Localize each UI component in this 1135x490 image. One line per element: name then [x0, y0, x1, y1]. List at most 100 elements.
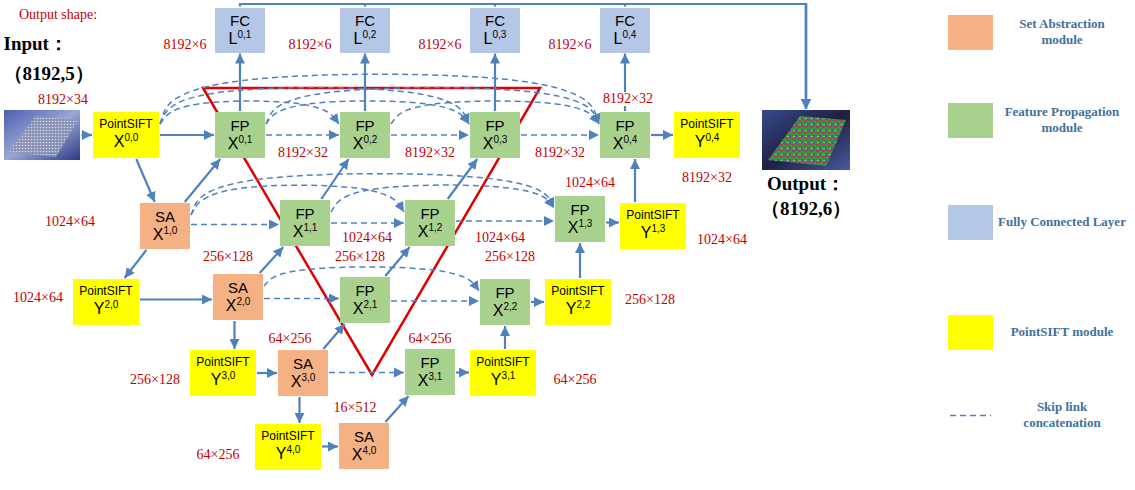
node-index: 4,0: [286, 444, 300, 455]
shape-label: 256×128: [129, 373, 181, 387]
legend-line-sample: [948, 398, 993, 433]
node-symbol-line: X3,0: [291, 372, 316, 391]
node-symbol: Y: [276, 445, 287, 462]
shape-label: 1024×64: [12, 291, 64, 305]
node-index: 0,4: [623, 29, 637, 40]
module-name: FP: [615, 117, 634, 134]
node-symbol-line: X1,3: [568, 218, 593, 237]
flow-arrow: [494, 54, 496, 112]
module-name: SA: [293, 355, 313, 372]
shape-label: 256×128: [484, 250, 536, 264]
node-symbol-line: X0,2: [353, 134, 378, 153]
node-symbol-line: Y2,0: [94, 299, 119, 318]
node-symbol-line: L0,1: [229, 29, 252, 48]
skip-link: [264, 298, 339, 300]
node-symbol: X: [613, 135, 624, 152]
input-point-cloud: [8, 116, 78, 157]
fp-module-box: FPX2,2: [480, 279, 530, 325]
skip-link: [266, 88, 599, 124]
pointsift-box: PointSIFTY3,0: [190, 350, 256, 396]
node-symbol: X: [483, 135, 494, 152]
module-name: PointSIFT: [79, 285, 132, 299]
skip-link: [191, 174, 554, 215]
node-symbol-line: Y3,0: [211, 370, 236, 389]
legend-swatch: [948, 205, 993, 240]
node-symbol: X: [114, 133, 125, 150]
node-index: 2,0: [104, 299, 118, 310]
fp-module-box: FPX0,4: [600, 112, 650, 158]
node-symbol-line: X4,0: [352, 445, 377, 464]
shape-label: 64×256: [196, 448, 241, 462]
flow-arrow: [634, 159, 636, 202]
flow-arrow: [136, 159, 154, 202]
fc-layer-box: FCL0,1: [215, 8, 265, 53]
node-symbol: X: [352, 446, 363, 463]
module-name: SA: [155, 208, 175, 225]
node-symbol: X: [353, 300, 364, 317]
node-symbol: X: [353, 135, 364, 152]
node-symbol: L: [484, 30, 493, 47]
flow-arrow: [323, 324, 344, 349]
flow-arrow: [531, 301, 544, 303]
legend-swatch: [948, 103, 993, 138]
shape-label: 8192×6: [163, 38, 208, 52]
input-point-cloud: Input：（8192,5）: [4, 110, 81, 160]
skip-link: [391, 300, 479, 302]
node-index: 2,2: [576, 299, 590, 310]
legend-text: Feature Propagation module: [998, 104, 1126, 137]
output-segmentation: Output：（8192,6）: [762, 110, 850, 170]
sa-module-box: SAX1,0: [140, 203, 190, 249]
node-symbol-line: L0,4: [614, 29, 637, 48]
shape-label: 1024×64: [341, 231, 393, 245]
image-heading: （8192,6）: [761, 198, 851, 220]
shape-label: 1024×64: [696, 233, 748, 247]
fp-module-box: FPX1,3: [555, 196, 605, 242]
flow-arrow: [448, 159, 478, 199]
node-symbol-line: X2,0: [226, 296, 251, 315]
legend-entry: Skip link concatenation: [948, 398, 1130, 433]
fp-module-box: FPX0,2: [340, 112, 390, 158]
pointsift-box: PointSIFTY0,4: [674, 112, 740, 158]
module-name: FP: [355, 282, 374, 299]
node-symbol: Y: [491, 371, 502, 388]
module-name: SA: [228, 279, 248, 296]
skip-link: [456, 220, 554, 222]
skip-link: [160, 88, 469, 124]
node-symbol: Y: [641, 224, 652, 241]
node-symbol: X: [228, 135, 239, 152]
node-symbol-line: X0,1: [228, 134, 253, 153]
node-index: 1,3: [651, 223, 665, 234]
module-name: PointSIFT: [680, 118, 733, 132]
node-index: 0,1: [238, 134, 252, 145]
module-name: FP: [485, 117, 504, 134]
flow-arrow: [240, 4, 806, 109]
node-index: 0,4: [705, 132, 719, 143]
shape-label: 1024×64: [474, 231, 526, 245]
module-name: PointSIFT: [551, 285, 604, 299]
pointsift-box: PointSIFTY2,0: [73, 279, 139, 325]
flow-arrow: [579, 243, 581, 278]
node-symbol: L: [354, 30, 363, 47]
sa-module-box: SAX2,0: [213, 274, 263, 320]
flow-arrow: [82, 134, 93, 136]
module-name: FP: [295, 205, 314, 222]
node-symbol-line: X2,1: [353, 299, 378, 318]
node-symbol-line: Y1,3: [641, 223, 666, 242]
module-name: PointSIFT: [261, 430, 314, 444]
image-heading: Output：: [767, 173, 845, 195]
flow-arrow: [257, 372, 277, 374]
node-symbol: Y: [211, 371, 222, 388]
node-index: 0,3: [493, 134, 507, 145]
flow-arrow: [606, 221, 619, 223]
shape-label: 8192×32: [681, 171, 733, 185]
shape-label: Output shape:: [18, 8, 98, 22]
node-index: 1,1: [303, 222, 317, 233]
module-name: FC: [485, 12, 505, 29]
fp-module-box: FPX0,1: [215, 112, 265, 158]
flow-arrow: [365, 4, 806, 109]
flow-arrow: [140, 298, 212, 300]
fc-layer-box: FCL0,3: [470, 8, 520, 53]
legend-swatch: [948, 315, 993, 350]
node-index: 3,0: [301, 372, 315, 383]
node-index: 0,0: [124, 132, 138, 143]
